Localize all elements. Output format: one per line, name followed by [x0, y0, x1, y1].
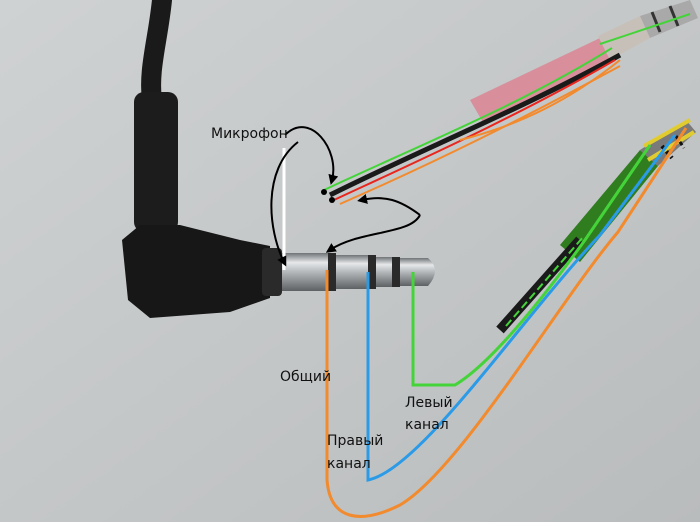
- label-left-channel-line2: канал: [405, 417, 449, 433]
- annotation-arrows: [270, 126, 421, 267]
- channel-wires: [325, 127, 688, 518]
- trrs-jack-plug-icon: [122, 0, 435, 318]
- label-microphone: Микрофон: [211, 126, 288, 142]
- label-right-channel-line1: Правый: [327, 433, 384, 449]
- label-common: Общий: [280, 369, 332, 385]
- mic-wires: [321, 47, 622, 205]
- label-right-channel-line2: канал: [327, 456, 371, 472]
- label-left-channel-line1: Левый: [405, 395, 453, 411]
